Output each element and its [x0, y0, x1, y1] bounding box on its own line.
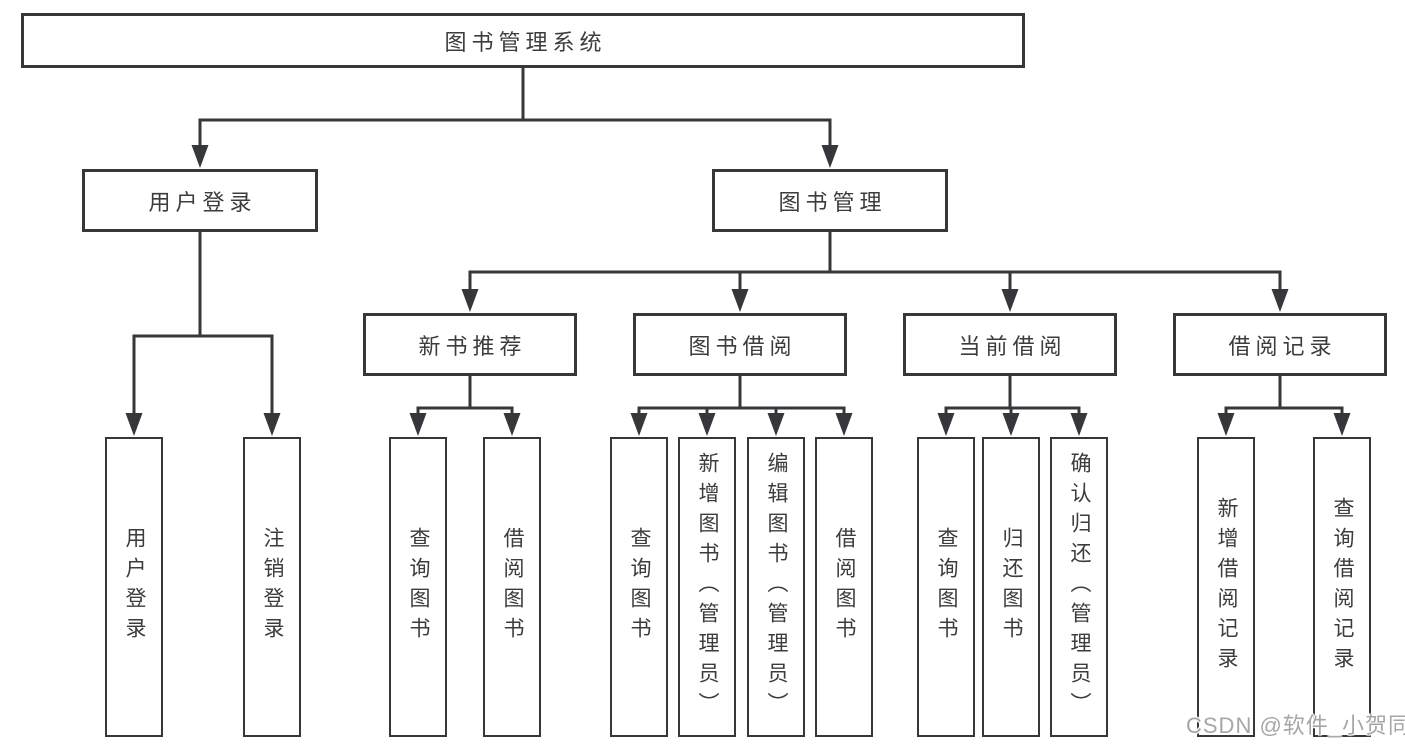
leaf-label: 查询图书: [628, 527, 652, 647]
leaf-label: 新增图书（管理员）: [696, 452, 720, 722]
connector-path: [132, 66, 1344, 416]
node-label: 图书管理: [778, 189, 887, 215]
node-current-borrowing: 当前借阅: [903, 313, 1117, 376]
leaf-borrowing-borrow-books: 借阅图书: [815, 437, 873, 737]
leaf-user-login: 用户登录: [105, 437, 163, 737]
leaf-logout: 注销登录: [243, 437, 301, 737]
node-label: 图书借阅: [688, 333, 797, 359]
leaf-label: 用户登录: [123, 527, 147, 647]
leaf-label: 注销登录: [261, 527, 285, 647]
node-user-login: 用户登录: [82, 169, 318, 232]
leaf-borrowing-add-book-admin: 新增图书（管理员）: [678, 437, 736, 737]
node-new-book-recommendation: 新书推荐: [363, 313, 577, 376]
leaf-label: 新增借阅记录: [1215, 497, 1239, 677]
leaf-records-add-record: 新增借阅记录: [1197, 437, 1255, 737]
leaf-label: 借阅图书: [501, 527, 525, 647]
leaf-label: 查询图书: [935, 527, 959, 647]
node-label: 借阅记录: [1228, 333, 1337, 359]
leaf-label: 借阅图书: [833, 527, 857, 647]
leaf-label: 确认归还（管理员）: [1068, 452, 1092, 722]
node-label: 新书推荐: [418, 333, 527, 359]
node-book-management: 图书管理: [712, 169, 948, 232]
leaf-records-query-record: 查询借阅记录: [1313, 437, 1371, 737]
csdn-watermark: CSDN @软件_小贺同学: [1186, 713, 1405, 738]
node-label: 当前借阅: [958, 333, 1067, 359]
node-book-borrowing: 图书借阅: [633, 313, 847, 376]
leaf-borrowing-edit-book-admin: 编辑图书（管理员）: [747, 437, 805, 737]
leaf-current-return-books: 归还图书: [982, 437, 1040, 737]
leaf-label: 编辑图书（管理员）: [765, 452, 789, 722]
node-borrowing-records: 借阅记录: [1173, 313, 1387, 376]
leaf-label: 归还图书: [1000, 527, 1024, 647]
leaf-current-confirm-return-admin: 确认归还（管理员）: [1050, 437, 1108, 737]
leaf-current-query-books: 查询图书: [917, 437, 975, 737]
leaf-label: 查询借阅记录: [1331, 497, 1355, 677]
node-label: 用户登录: [148, 189, 257, 215]
leaf-borrowing-query-books: 查询图书: [610, 437, 668, 737]
node-root: 图书管理系统: [21, 13, 1025, 68]
leaf-label: 查询图书: [407, 527, 431, 647]
leaf-newbook-borrow-books: 借阅图书: [483, 437, 541, 737]
leaf-newbook-query-books: 查询图书: [389, 437, 447, 737]
node-label: 图书管理系统: [444, 29, 607, 55]
